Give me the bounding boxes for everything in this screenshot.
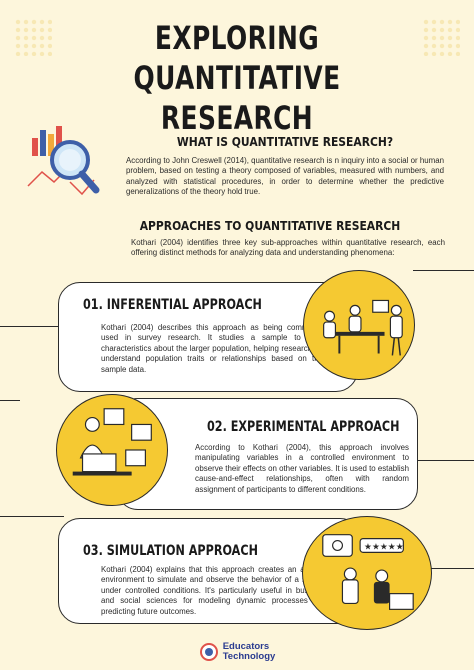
connector-line bbox=[0, 516, 64, 518]
connector-line bbox=[413, 270, 474, 272]
approaches-heading: APPROACHES TO QUANTITATIVE RESEARCH bbox=[139, 218, 401, 233]
card-title: 03. SIMULATION APPROACH bbox=[83, 543, 258, 559]
card-experimental: 02. EXPERIMENTAL APPROACH According to K… bbox=[116, 398, 418, 510]
footer-brand: Educators Technology bbox=[223, 642, 276, 662]
customer-feedback-illustration: ★★★★★ bbox=[302, 516, 432, 630]
educators-technology-logo-icon bbox=[199, 643, 218, 661]
intro-text: According to John Creswell (2014), quant… bbox=[126, 156, 444, 197]
card-title: 01. INFERENTIAL APPROACH bbox=[83, 297, 262, 313]
team-meeting-illustration bbox=[303, 270, 415, 380]
footer-brand-line2: Technology bbox=[222, 651, 276, 662]
connector-line bbox=[0, 400, 20, 402]
card-text: Kothari (2004) explains that this approa… bbox=[101, 565, 327, 616]
card-title: 02. EXPERIMENTAL APPROACH bbox=[207, 419, 400, 435]
magnifier-chart-icon bbox=[24, 124, 106, 206]
card-text: According to Kothari (2004), this approa… bbox=[195, 443, 409, 494]
page-title-line1: EXPLORING QUANTITATIVE bbox=[133, 19, 341, 97]
decorative-dots-left bbox=[14, 18, 52, 56]
decorative-dots-right bbox=[422, 18, 460, 56]
connector-line bbox=[0, 326, 60, 328]
footer-logo: Educators Technology bbox=[0, 638, 474, 666]
footer-brand-line1: Educators bbox=[222, 641, 270, 652]
card-text: Kothari (2004) describes this approach a… bbox=[101, 323, 323, 374]
remote-work-illustration bbox=[56, 394, 168, 506]
approaches-text: Kothari (2004) identifies three key sub-… bbox=[131, 238, 445, 258]
connector-line bbox=[430, 568, 474, 570]
intro-heading: WHAT IS QUANTITATIVE RESEARCH? bbox=[176, 134, 394, 149]
card-simulation: 03. SIMULATION APPROACH Kothari (2004) e… bbox=[58, 518, 362, 624]
connector-line bbox=[400, 460, 474, 462]
page-title: EXPLORING QUANTITATIVE RESEARCH bbox=[52, 18, 422, 138]
svg-text:★★★★★: ★★★★★ bbox=[364, 542, 404, 552]
page-title-line2: RESEARCH bbox=[160, 99, 314, 137]
